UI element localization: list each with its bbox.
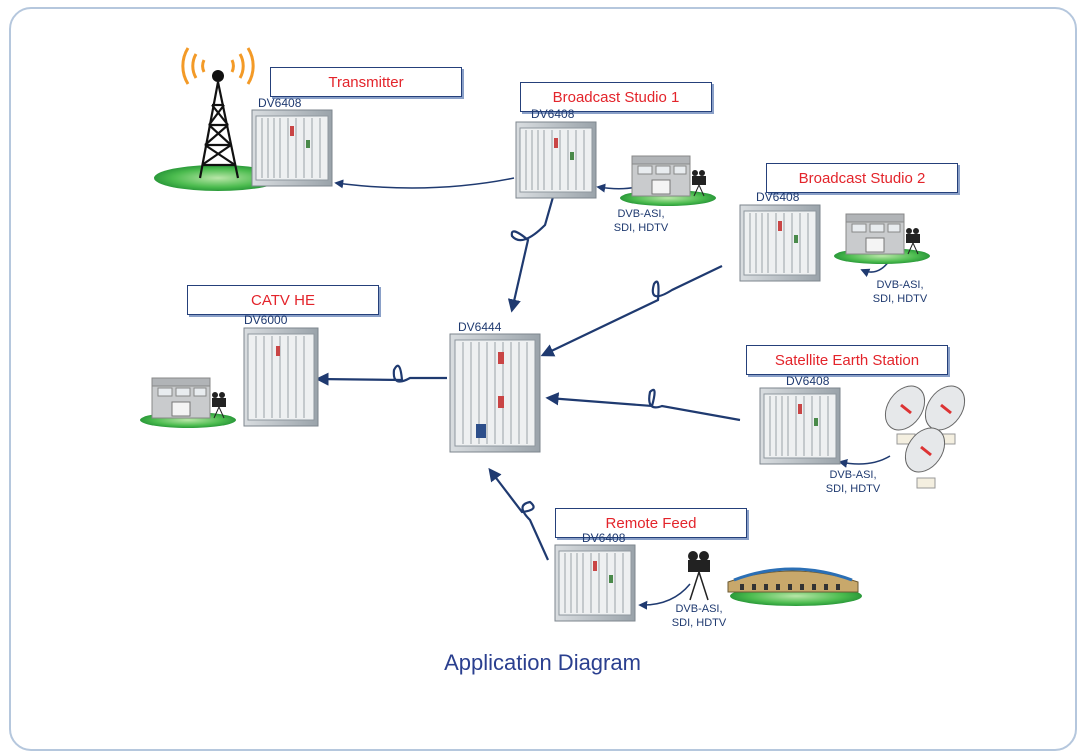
transmitter-tower-icon — [154, 47, 282, 191]
links — [315, 165, 894, 610]
rack-remote-icon — [554, 544, 636, 622]
device-studio2: DV6408 — [756, 190, 800, 204]
stadium-icon — [727, 567, 862, 606]
camera-icon — [688, 551, 710, 601]
rack-satellite-icon — [759, 387, 841, 465]
rack-transmitter-icon — [251, 109, 333, 187]
label-catv: CATV HE — [187, 285, 379, 315]
signal-studio2: DVB-ASI, SDI, HDTV — [872, 279, 928, 305]
label-studio2: Broadcast Studio 2 — [766, 163, 958, 193]
device-remote: DV6408 — [582, 531, 626, 545]
link-hub-to-catv — [315, 364, 447, 386]
link-satellite-local — [838, 455, 891, 468]
diagram-canvas — [139, 47, 966, 622]
device-transmitter: DV6408 — [258, 96, 302, 110]
catv-building-icon — [139, 377, 237, 429]
label-studio1: Broadcast Studio 1 — [520, 82, 712, 112]
link-remote-local — [638, 583, 691, 610]
link-studio1-to-transmitter — [334, 177, 515, 189]
signal-remote: DVB-ASI, SDI, HDTV — [671, 603, 727, 629]
studio1-building-icon — [619, 155, 717, 207]
rack-hub-icon — [449, 333, 541, 453]
link-studio2-to-hub — [540, 265, 723, 357]
label-remote: Remote Feed — [555, 508, 747, 538]
rack-studio2-icon — [739, 204, 821, 282]
signal-satellite: DVB-ASI, SDI, HDTV — [825, 469, 881, 495]
device-satellite: DV6408 — [786, 374, 830, 388]
rack-studio1-icon — [515, 121, 597, 199]
rack-catv-icon — [243, 327, 319, 427]
studio2-building-icon — [833, 213, 931, 265]
signal-studio1: DVB-ASI, SDI, HDTV — [613, 208, 669, 234]
link-remote-to-hub — [488, 467, 550, 561]
link-satellite-to-hub — [545, 388, 741, 422]
label-transmitter: Transmitter — [270, 67, 462, 97]
device-hub: DV6444 — [458, 320, 502, 334]
satellite-dish-icon — [884, 385, 966, 489]
link-studio1-to-hub — [507, 196, 555, 313]
label-satellite: Satellite Earth Station — [746, 345, 948, 375]
device-catv: DV6000 — [244, 313, 288, 327]
device-studio1: DV6408 — [531, 107, 575, 121]
diagram-caption: Application Diagram — [444, 650, 641, 675]
